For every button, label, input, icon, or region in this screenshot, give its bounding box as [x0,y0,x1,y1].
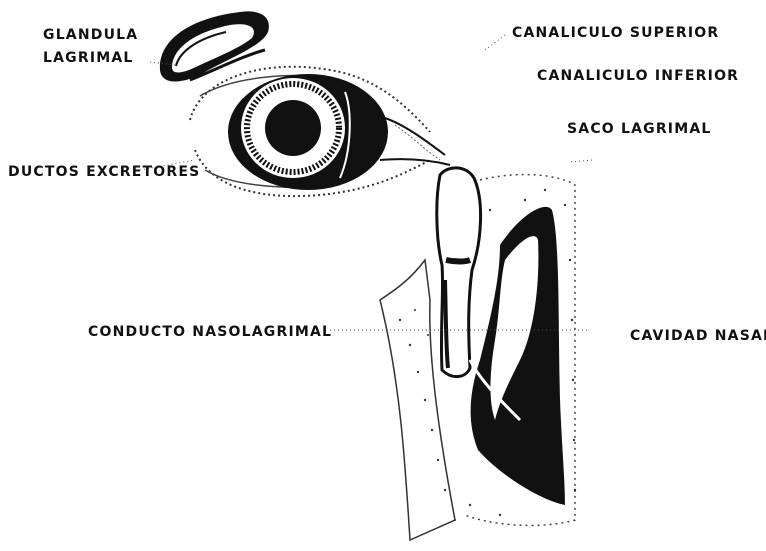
canaliculi [380,118,450,165]
label-conducto-nasolagrimal: CONDUCTO NASOLAGRIMAL [88,322,332,342]
label-canaliculo-inferior: CANALICULO INFERIOR [537,66,739,86]
label-canaliculo-superior: CANALICULO SUPERIOR [512,23,719,43]
label-saco-lagrimal: SACO LAGRIMAL [567,119,712,139]
eyeball [228,74,388,190]
lacrimal-gland [160,11,269,81]
lacrimal-sac-and-duct [437,168,481,377]
label-glandula-lagrimal-line1: GLANDULA [43,25,138,45]
label-glandula-lagrimal-line2: LAGRIMAL [43,48,134,68]
label-cavidad-nasal: CAVIDAD NASAL [630,326,766,346]
label-ductos-excretores: DUCTOS EXCRETORES [8,162,200,182]
